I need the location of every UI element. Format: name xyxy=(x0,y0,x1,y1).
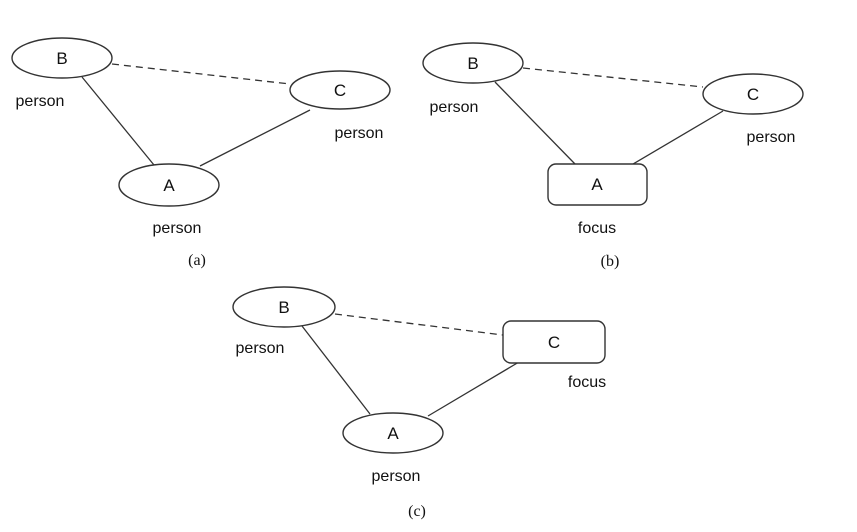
edge-a-c xyxy=(632,110,724,165)
node-a-ellipse xyxy=(342,412,444,454)
node-c-type-label: focus xyxy=(568,374,606,391)
panel-a: B person C person A person (a) xyxy=(11,37,391,269)
node-a-label: A xyxy=(163,176,175,195)
edge-b-c-dashed xyxy=(522,67,704,88)
node-b-label: B xyxy=(467,54,478,73)
node-c-type-label: person xyxy=(747,129,796,146)
node-b-label: B xyxy=(278,298,289,317)
node-c-label: C xyxy=(334,81,346,100)
node-a-type-label: focus xyxy=(578,220,616,237)
panel-b-caption: (b) xyxy=(601,253,620,270)
node-a-rect xyxy=(547,163,648,206)
node-b-type-label: person xyxy=(236,340,285,357)
node-c-label: C xyxy=(548,333,560,352)
edge-b-a xyxy=(81,76,155,166)
node-b-type-label: person xyxy=(16,93,65,110)
edge-b-c-dashed xyxy=(334,313,504,336)
panel-a-caption: (a) xyxy=(188,252,206,269)
node-c-type-label: person xyxy=(335,125,384,142)
node-b-type-label: person xyxy=(430,99,479,116)
node-a-type-label: person xyxy=(153,220,202,237)
edge-b-a xyxy=(494,81,576,165)
edge-a-c xyxy=(427,361,520,417)
node-b-ellipse xyxy=(11,37,113,79)
node-b-ellipse xyxy=(422,42,524,84)
node-c-label: C xyxy=(747,85,759,104)
node-c-ellipse xyxy=(702,73,804,115)
panel-c-caption: (c) xyxy=(408,503,426,520)
node-b-label: B xyxy=(56,49,67,68)
node-c-ellipse xyxy=(289,70,391,110)
node-b-ellipse xyxy=(232,286,336,328)
node-a-label: A xyxy=(591,175,603,194)
node-a-type-label: person xyxy=(372,468,421,485)
edge-b-a xyxy=(301,325,371,415)
panel-c: B person C focus A person (c) xyxy=(232,286,606,520)
edge-b-c-dashed xyxy=(111,63,291,85)
node-a-label: A xyxy=(387,424,399,443)
edge-a-c xyxy=(199,109,311,167)
node-c-rect xyxy=(502,320,606,364)
node-a-ellipse xyxy=(118,163,220,207)
panel-b: B person C person A focus (b) xyxy=(422,42,804,270)
